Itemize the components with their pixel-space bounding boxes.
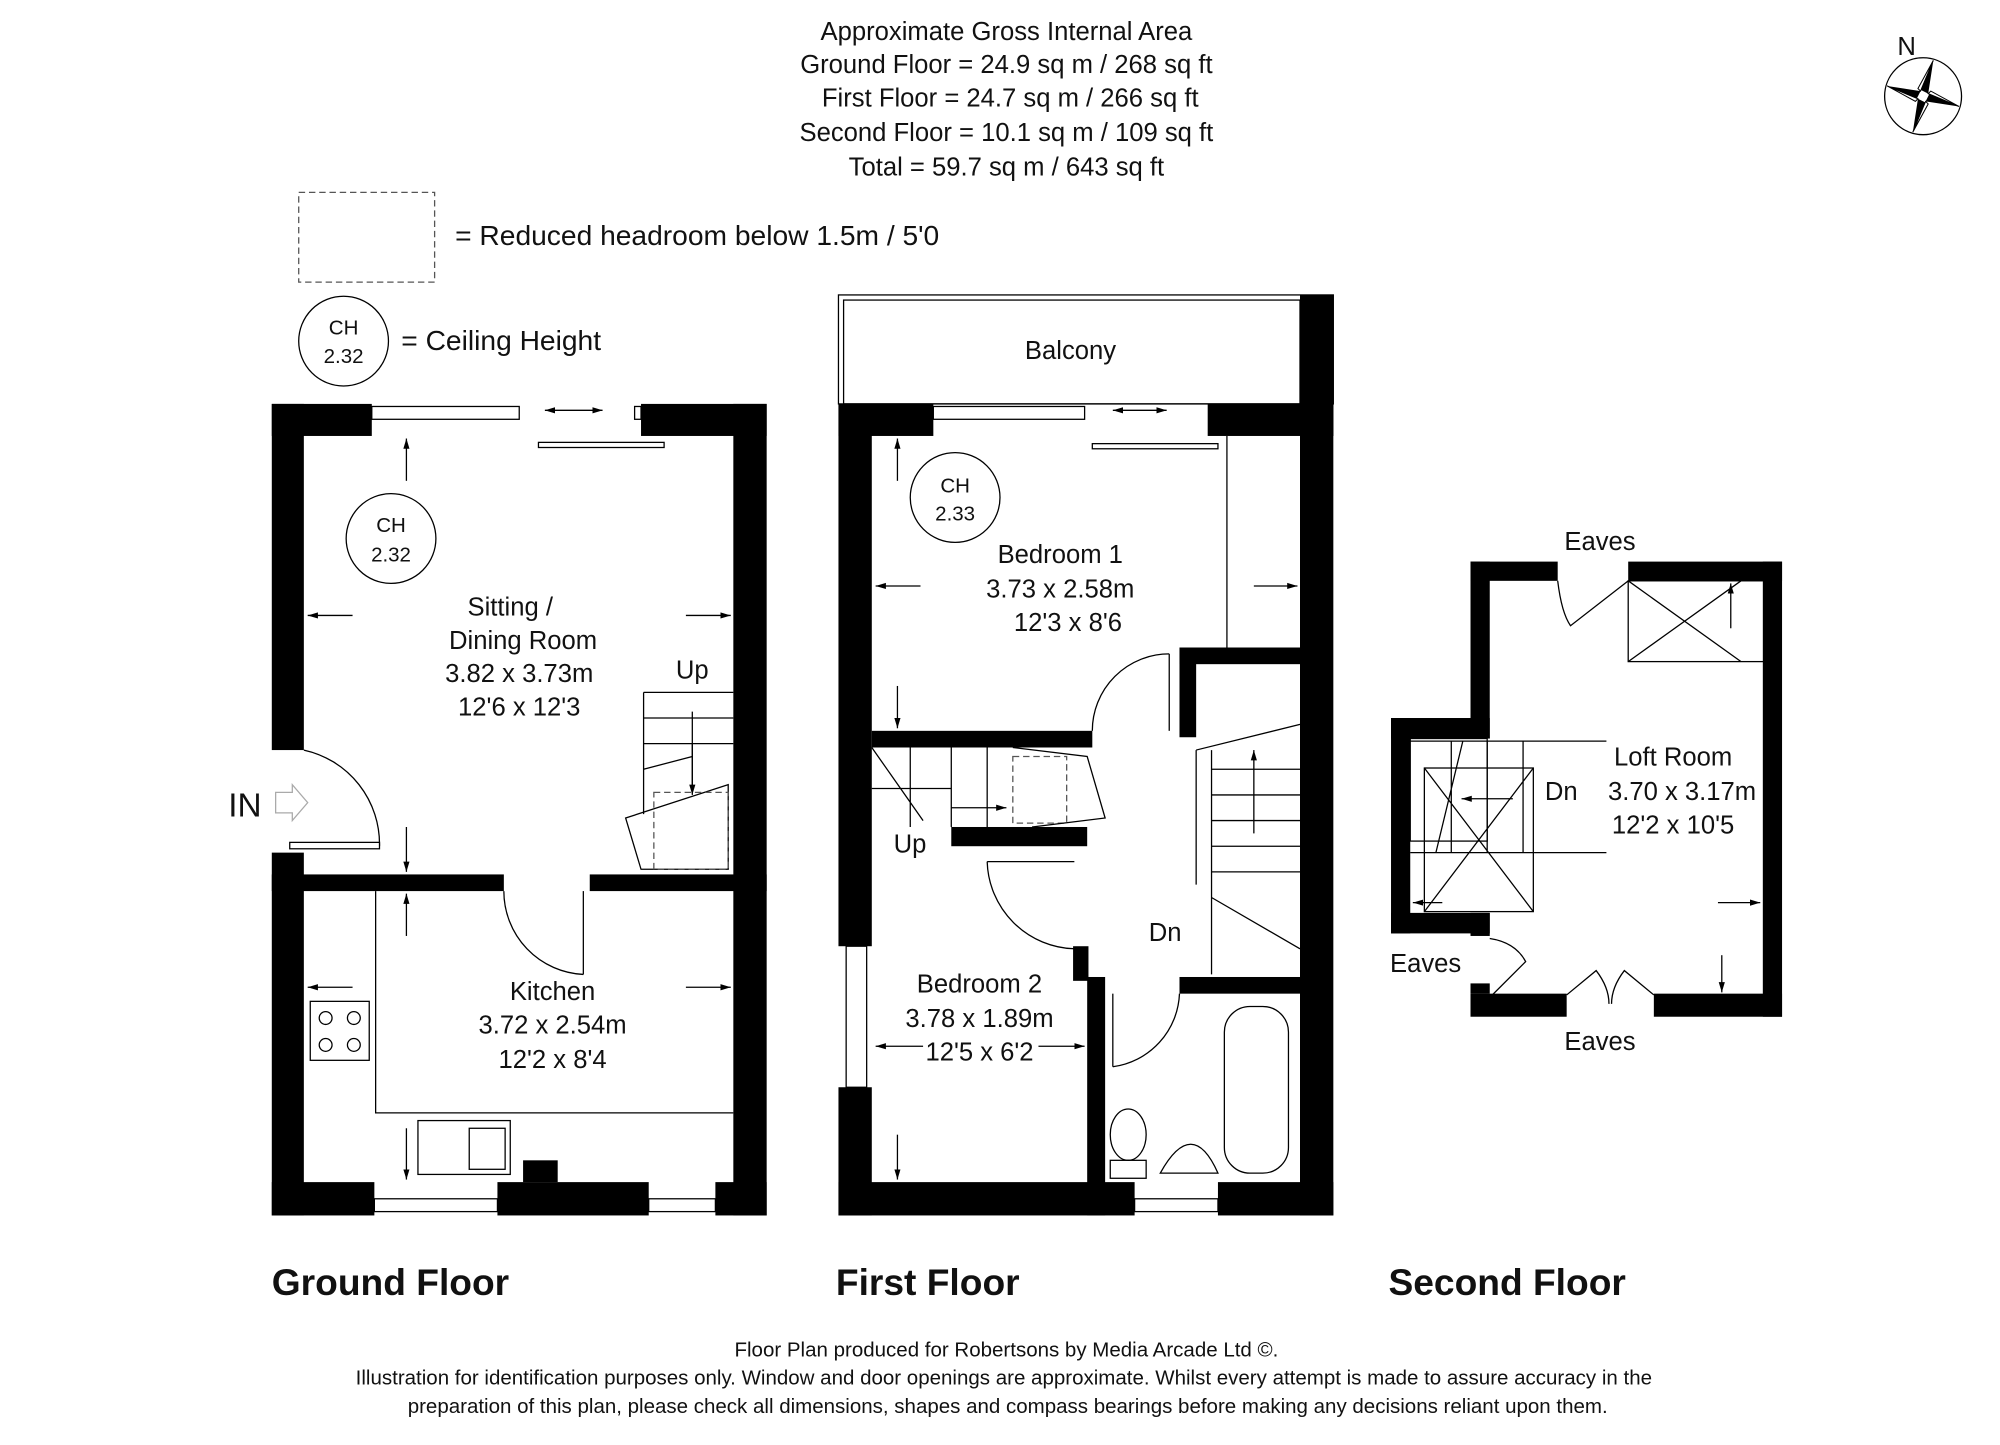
ground-floor-plan: IN CH 2.32 Sitting / Dining Room 3.82 x … (228, 403, 767, 1303)
eaves-label-bottom: Eaves (1564, 1028, 1635, 1056)
area-ground: Ground Floor = 24.9 sq m / 268 sq ft (800, 51, 1212, 79)
room-metric: 3.73 x 2.58m (986, 576, 1134, 604)
first-floor-title: First Floor (836, 1261, 1020, 1303)
compass-north-label: N (1897, 33, 1916, 61)
reduced-headroom-label: = Reduced headroom below 1.5m / 5'0 (455, 219, 939, 251)
room-bedroom-1: Bedroom 1 3.73 x 2.58m 12'3 x 8'6 (986, 541, 1134, 637)
area-second: Second Floor = 10.1 sq m / 109 sq ft (800, 119, 1214, 147)
area-first: First Floor = 24.7 sq m / 266 sq ft (822, 84, 1199, 112)
stairs-up-label: Up (894, 831, 927, 859)
disclaimer-line-1: Illustration for identification purposes… (356, 1367, 1652, 1390)
legend: = Reduced headroom below 1.5m / 5'0 CH 2… (298, 191, 939, 387)
ceiling-height-label: = Ceiling Height (401, 324, 601, 356)
disclaimer: Floor Plan produced for Robertsons by Me… (356, 1338, 1652, 1417)
room-metric: 3.82 x 3.73m (445, 660, 593, 688)
room-name: Loft Room (1614, 743, 1732, 771)
ch-label: CH (376, 514, 406, 537)
room-imperial: 12'6 x 12'3 (458, 693, 580, 721)
eaves-label-left: Eaves (1390, 950, 1461, 978)
legend-ch-value: 2.32 (324, 345, 364, 368)
room-imperial: 12'3 x 8'6 (1014, 609, 1122, 637)
legend-ch-label: CH (329, 317, 359, 340)
eaves-label-top: Eaves (1564, 528, 1635, 556)
compass-rose-icon: N (1883, 33, 1963, 136)
ch-label: CH (940, 474, 970, 497)
ceiling-height-symbol (298, 295, 390, 387)
room-name: Kitchen (510, 978, 595, 1006)
room-metric: 3.72 x 2.54m (478, 1011, 626, 1039)
ground-floor-title: Ground Floor (272, 1261, 509, 1303)
area-total: Total = 59.7 sq m / 643 sq ft (849, 154, 1165, 182)
room-imperial: 12'2 x 8'4 (499, 1046, 607, 1074)
ch-value: 2.32 (371, 544, 411, 567)
stairs-up-label: Up (676, 656, 709, 684)
room-name: Dining Room (449, 627, 597, 655)
second-floor-title: Second Floor (1388, 1261, 1625, 1303)
room-metric: 3.70 x 3.17m (1608, 778, 1756, 806)
ceiling-height-marker (345, 493, 437, 585)
room-metric: 3.78 x 1.89m (905, 1005, 1053, 1033)
disclaimer-line-2: preparation of this plan, please check a… (408, 1395, 1608, 1418)
room-name: Sitting / (468, 593, 554, 621)
room-kitchen: Kitchen 3.72 x 2.54m 12'2 x 8'4 (478, 978, 626, 1074)
reduced-headroom-swatch (298, 191, 436, 283)
first-floor-plan: Balcony (836, 294, 1334, 1303)
ch-value: 2.33 (935, 503, 975, 526)
room-name: Bedroom 1 (998, 541, 1123, 569)
room-name: Bedroom 2 (917, 970, 1042, 998)
stairs-down-label: Dn (1545, 778, 1578, 806)
room-loft: Loft Room 3.70 x 3.17m 12'2 x 10'5 (1608, 743, 1756, 839)
ceiling-height-marker (909, 451, 1001, 544)
room-sitting-dining: Sitting / Dining Room 3.82 x 3.73m 12'6 … (445, 593, 597, 721)
area-summary: Approximate Gross Internal Area Ground F… (800, 18, 1214, 182)
room-bedroom-2: Bedroom 2 3.78 x 1.89m 12'5 x 6'2 (905, 970, 1053, 1066)
second-floor-plan: Eaves Eaves Eaves Dn Loft Room 3.70 x 3.… (1388, 528, 1783, 1303)
entrance-label: IN (228, 788, 261, 825)
stairs-down-label: Dn (1149, 919, 1182, 947)
room-imperial: 12'5 x 6'2 (925, 1038, 1033, 1066)
credit-line: Floor Plan produced for Robertsons by Me… (734, 1338, 1278, 1361)
balcony-label: Balcony (1025, 337, 1116, 365)
room-imperial: 12'2 x 10'5 (1612, 811, 1734, 839)
area-title: Approximate Gross Internal Area (821, 18, 1193, 46)
